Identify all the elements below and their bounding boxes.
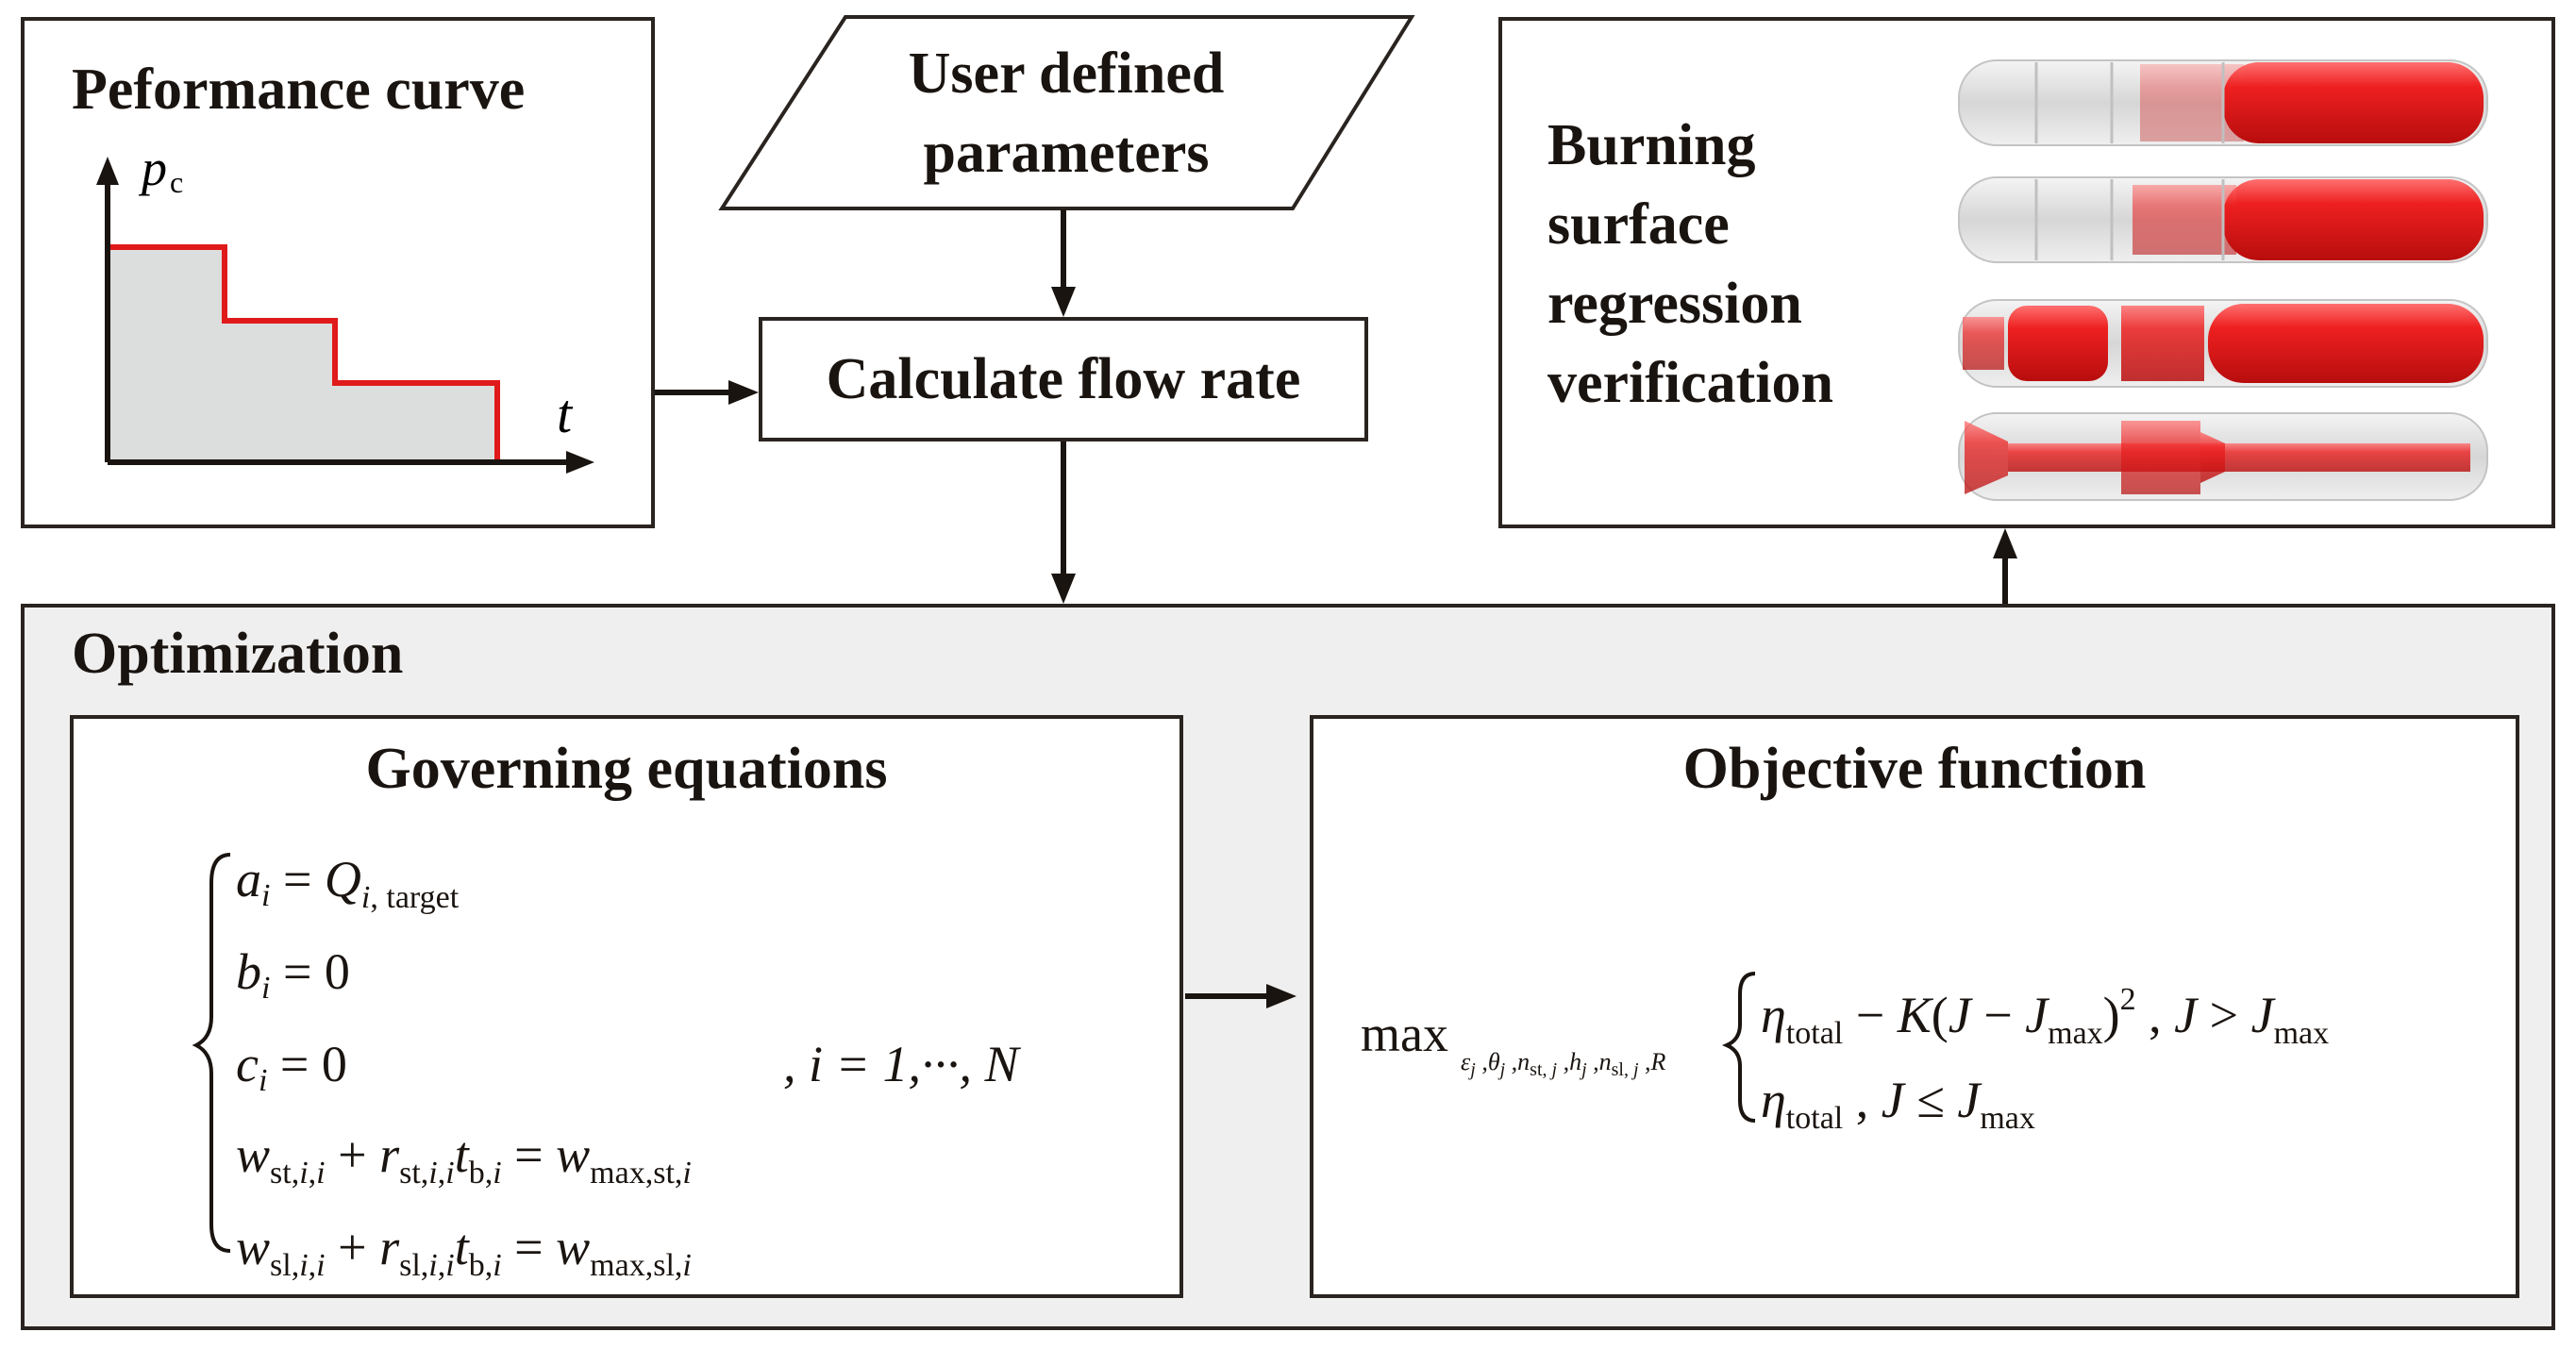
left-brace [192,853,231,1253]
burning-line1: Burning [1547,113,1756,177]
y-axis-label: p [138,140,167,196]
grain-2 [1958,176,2488,263]
eq-2: bi = 0 [236,943,350,1006]
burning-line3: regression [1547,272,1802,336]
max-operator: max [1361,1006,1448,1062]
governing-equations-title: Governing equations [365,737,888,801]
inner-arrow [1185,984,1296,1008]
objective-case-1: ηtotal − K(J − Jmax)2 , J > Jmax [1761,982,2329,1051]
burning-verification-text: Burning surface regression verification [1547,106,1833,423]
y-axis-label-sub: c [170,165,183,199]
calculate-flow-rate-box: Calculate flow rate [759,317,1368,441]
objective-case-2: ηtotal , J ≤ Jmax [1761,1072,2035,1136]
performance-curve-chart: p c t [96,140,594,474]
objective-function-box: Objective function max εj ,θj ,nst, j ,h… [1310,715,2519,1298]
step-curve [108,244,500,462]
objective-brace [1721,972,1756,1123]
governing-equations-box: Governing equations ai = Qi, target bi =… [70,715,1183,1298]
objective-function-math: max εj ,θj ,nst, j ,hj ,nsl, j ,R ηtotal… [1361,972,2329,1136]
grain-renderings [1958,59,2488,501]
user-params-line2: parameters [923,121,1210,185]
burning-line4: verification [1547,351,1834,415]
objective-function-title: Objective function [1682,737,2147,801]
max-subscript: εj ,θj ,nst, j ,hj ,nsl, j ,R [1461,1048,1666,1080]
eq-index-range: , i = 1,···, N [783,1036,1021,1092]
eq-5: wsl,i,i + rsl,i,itb,i = wmax,sl,i [236,1219,692,1283]
grain-1 [1958,59,2488,146]
burning-line2: surface [1547,192,1730,257]
performance-curve-title: Peformance curve [72,58,526,122]
user-params-line1: User defined [908,42,1225,106]
performance-curve-box: Peformance curve p c t [21,17,655,528]
grain-4 [1958,412,2488,501]
x-axis-label: t [557,383,574,444]
eq-3: ci = 0 [236,1036,347,1098]
curve-fill [108,247,497,462]
calculate-flow-rate-label: Calculate flow rate [826,346,1301,411]
burning-verification-box: Burning surface regression verification [1498,17,2555,528]
optimization-title: Optimization [72,622,404,686]
eq-4: wst,i,i + rst,i,itb,i = wmax,st,i [236,1126,692,1191]
grain-3 [1958,299,2488,388]
user-params-text: User defined parameters [774,28,1359,198]
y-axis-arrow [96,157,119,185]
x-axis-arrow [566,451,594,474]
eq-1: ai = Qi, target [236,851,460,915]
user-params-shape [718,15,1415,210]
governing-equations-math: ai = Qi, target bi = 0 ci = 0 wst,i,i + … [192,851,1021,1283]
optimization-panel: Optimization Governing equations ai = Qi… [21,604,2555,1330]
